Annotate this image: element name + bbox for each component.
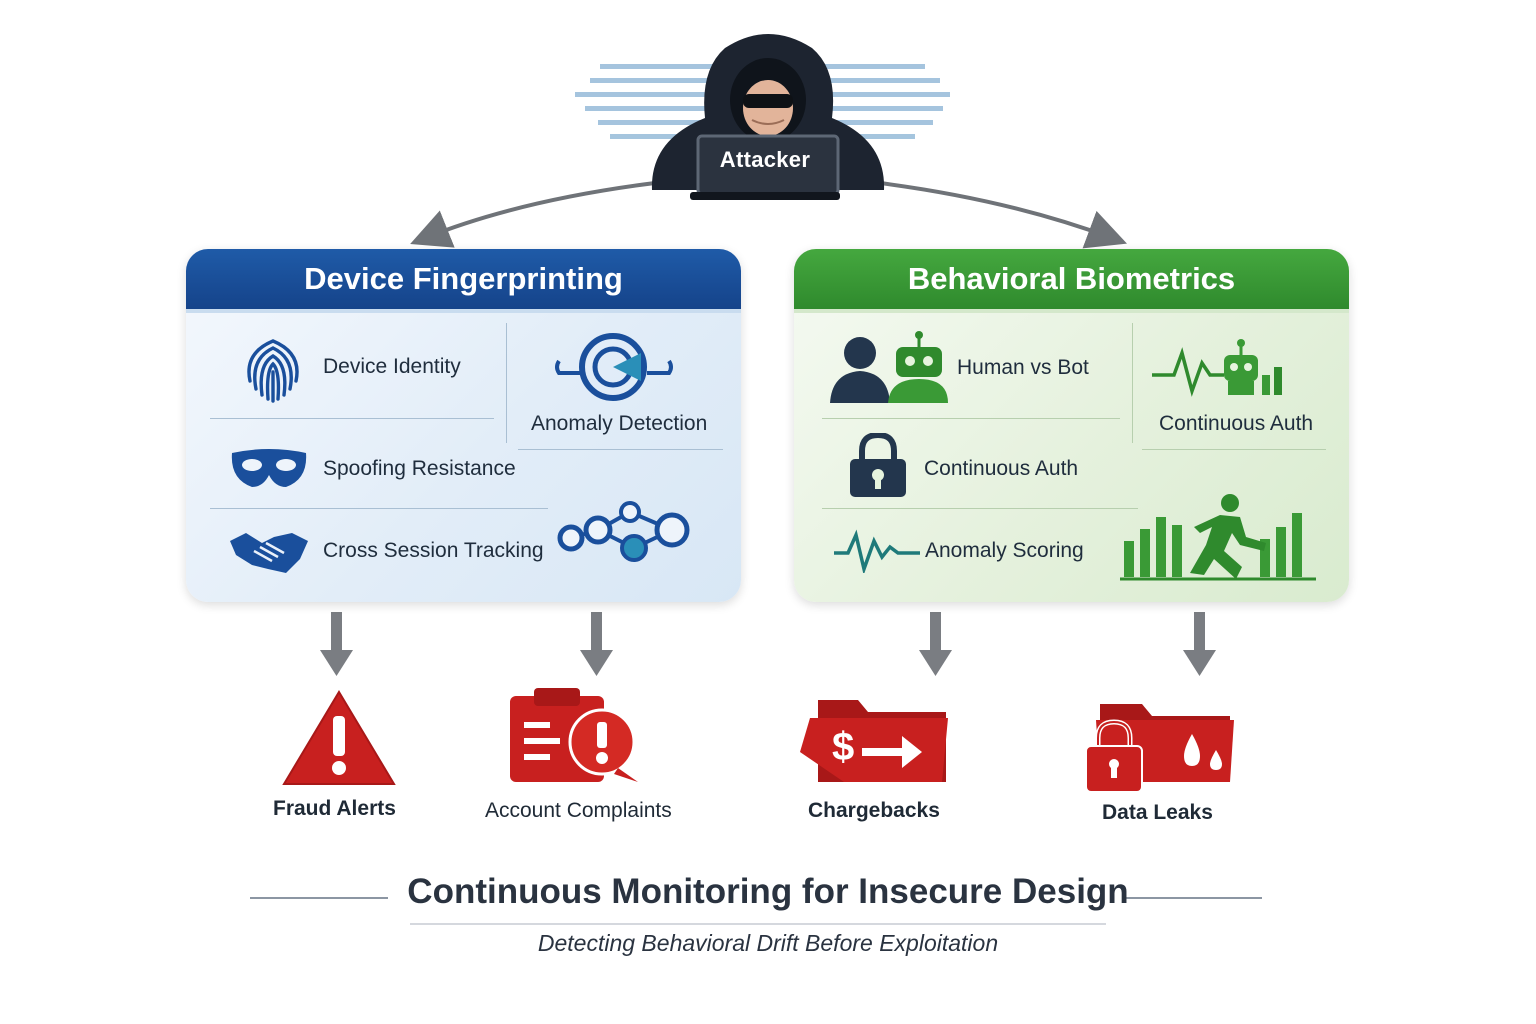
data-leak-folder-icon — [1085, 704, 1234, 793]
complaint-clipboard-icon — [510, 688, 638, 782]
fraud-alerts-label: Fraud Alerts — [273, 797, 396, 820]
chargebacks-label: Chargebacks — [808, 799, 940, 822]
human-vs-bot-label: Human vs Bot — [957, 356, 1089, 379]
down-arrow-chargebacks — [919, 612, 952, 676]
svg-text:$: $ — [832, 725, 854, 769]
divider — [822, 418, 1120, 419]
binary-stream-icon — [575, 64, 950, 139]
running-person-chart-icon — [1120, 494, 1316, 581]
handshake-icon — [230, 533, 308, 573]
anomaly-detection-label: Anomaly Detection — [531, 412, 708, 435]
device-identity-label: Device Identity — [323, 355, 461, 378]
heartbeat-bot-icon — [1152, 339, 1282, 397]
human-vs-bot-icon — [830, 331, 948, 403]
laptop-icon — [690, 134, 840, 200]
arrow-to-behavioral-panel — [879, 181, 1127, 249]
arrow-to-device-panel — [410, 181, 656, 248]
device-fingerprinting-panel: Device Fingerprinting Device Identity An… — [186, 249, 741, 602]
radar-icon — [555, 333, 673, 401]
divider — [506, 323, 507, 443]
warning-triangle-icon — [282, 690, 396, 785]
behavioral-biometrics-title: Behavioral Biometrics — [794, 249, 1349, 313]
behavioral-biometrics-panel: Behavioral Biometrics Human vs Bot Conti… — [794, 249, 1349, 602]
continuous-auth-label: Continuous Auth — [1159, 412, 1314, 435]
divider — [518, 449, 723, 450]
attacker-figure — [575, 34, 950, 200]
down-arrow-account-complaints — [580, 612, 613, 676]
divider — [210, 418, 494, 419]
device-fingerprinting-title: Device Fingerprinting — [186, 249, 741, 313]
fingerprint-icon — [247, 339, 299, 403]
network-nodes-icon — [557, 501, 690, 562]
divider — [210, 508, 548, 509]
mask-icon — [231, 449, 307, 487]
anomaly-scoring-label: Anomaly Scoring — [925, 539, 1084, 562]
spoofing-resistance-label: Spoofing Resistance — [323, 457, 516, 480]
cross-session-tracking-label: Cross Session Tracking — [323, 539, 544, 562]
down-arrow-fraud-alerts — [320, 612, 353, 676]
data-leaks-label: Data Leaks — [1102, 801, 1213, 824]
footer-subtitle: Detecting Behavioral Drift Before Exploi… — [537, 930, 999, 956]
pulse-wave-icon — [834, 529, 920, 573]
attacker-label: Attacker — [719, 147, 811, 172]
chargeback-folder-icon: $ — [800, 700, 948, 782]
footer-title: Continuous Monitoring for Insecure Desig… — [407, 872, 1129, 911]
account-complaints-label: Account Complaints — [485, 799, 672, 822]
padlock-icon — [850, 433, 906, 497]
divider — [822, 508, 1138, 509]
continuous-auth-label: Continuous Auth — [924, 457, 1079, 480]
down-arrow-data-leaks — [1183, 612, 1216, 676]
divider — [1142, 449, 1326, 450]
divider — [1132, 323, 1133, 443]
